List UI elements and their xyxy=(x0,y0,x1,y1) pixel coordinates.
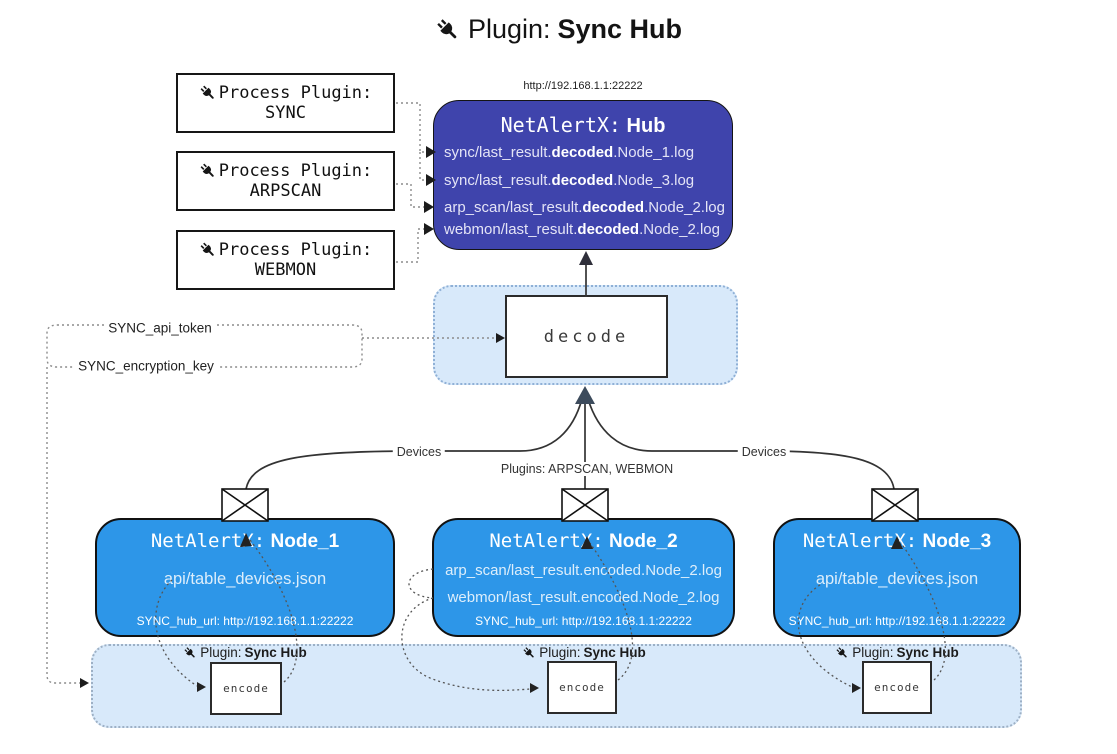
file-pre: sync/last_result. xyxy=(444,144,552,161)
process-plugin-label-row: Process Plugin: xyxy=(199,240,373,260)
encode-label: encode xyxy=(874,681,920,694)
hub-url-label: http://192.168.1.1:22222 xyxy=(523,80,643,92)
node-title-prefix: NetAlertX: xyxy=(802,530,918,552)
node-hub-url: SYNC_hub_url: http://192.168.1.1:22222 xyxy=(788,614,1006,628)
process-plugin-label-row: Process Plugin: xyxy=(199,161,373,181)
edge-label-devices-left: Devices xyxy=(392,445,446,459)
encode1-box: encode xyxy=(210,662,282,715)
file-bold: decoded xyxy=(582,199,645,216)
node-file: api/table_devices.json xyxy=(815,570,979,588)
file-post: .Node_2.log xyxy=(644,199,725,216)
process-plugin-webmon-box: Process Plugin: WEBMON xyxy=(176,230,395,290)
process-plugin-label-row: Process Plugin: xyxy=(199,83,373,103)
band-plugin-label: Plugin: Sync Hub xyxy=(835,645,959,660)
arrowhead-into-decode-band xyxy=(575,386,595,404)
process-plugin-arpscan-box: Process Plugin: ARPSCAN xyxy=(176,151,395,211)
node-title: NetAlertX: Node_3 xyxy=(775,530,1019,553)
page-title: Plugin: Sync Hub xyxy=(0,14,1117,45)
encode-label: encode xyxy=(559,681,605,694)
link-webmon-to-hub xyxy=(396,228,425,263)
band-plugin-name: Sync Hub xyxy=(583,645,646,660)
encode2-box: encode xyxy=(547,661,617,714)
encode3-box: encode xyxy=(862,661,932,714)
band-plugin-prefix: Plugin: xyxy=(200,645,242,660)
hub-file-line: webmon/last_result.decoded.Node_2.log xyxy=(444,219,730,241)
envelope-icon xyxy=(221,488,919,522)
file-post: .Node_3.log xyxy=(613,172,695,189)
encode-label: encode xyxy=(223,682,269,695)
link-arpscan-to-hub xyxy=(396,183,425,208)
node-hub-url: SYNC_hub_url: http://192.168.1.1:22222 xyxy=(136,614,354,628)
process-plugin-label: Process Plugin: xyxy=(218,161,373,181)
plug-icon xyxy=(836,646,847,657)
hub-file-line: sync/last_result.decoded.Node_3.log xyxy=(444,170,730,192)
file-bold: decoded xyxy=(551,144,614,161)
node-title-prefix: NetAlertX: xyxy=(489,530,604,552)
loop-node2-files xyxy=(408,568,434,599)
process-plugin-label: Process Plugin: xyxy=(218,83,373,103)
process-plugin-label: Process Plugin: xyxy=(218,240,373,260)
node2-box: NetAlertX: Node_2 arp_scan/last_result.e… xyxy=(432,518,735,637)
hub-title: NetAlertX: Hub xyxy=(434,113,732,138)
band-plugin-name: Sync Hub xyxy=(244,645,307,660)
file-bold: decoded xyxy=(577,221,640,238)
node-title-prefix: NetAlertX: xyxy=(150,530,266,552)
node-title: NetAlertX: Node_2 xyxy=(434,530,733,553)
node3-box: NetAlertX: Node_3 api/table_devices.json… xyxy=(773,518,1021,637)
sync-api-token-label: SYNC_api_token xyxy=(104,320,216,336)
hub-file-line: sync/last_result.decoded.Node_1.log xyxy=(444,142,730,164)
node-hub-url: SYNC_hub_url: http://192.168.1.1:22222 xyxy=(475,614,692,628)
node-file: webmon/last_result.encoded.Node_2.log xyxy=(447,589,720,606)
link-sync-to-hub-line1 xyxy=(396,102,426,153)
plug-icon xyxy=(437,18,457,38)
hub-title-name: Hub xyxy=(626,115,666,137)
file-pre: sync/last_result. xyxy=(444,172,552,189)
node-file: api/table_devices.json xyxy=(163,570,327,588)
link-sync-to-hub-line2 xyxy=(419,152,426,181)
band-plugin-prefix: Plugin: xyxy=(539,645,581,660)
plug-icon xyxy=(200,163,214,177)
title-prefix: Plugin: xyxy=(467,14,551,44)
process-plugin-name: ARPSCAN xyxy=(249,181,322,201)
decode-box: decode xyxy=(505,295,668,378)
plug-icon xyxy=(184,646,195,657)
node-title-name: Node_2 xyxy=(609,531,678,552)
arrowhead-into-band-left xyxy=(80,678,89,688)
process-plugin-sync-box: Process Plugin: SYNC xyxy=(176,73,395,133)
hub-box: NetAlertX: Hub sync/last_result.decoded.… xyxy=(433,100,733,250)
file-pre: arp_scan/last_result. xyxy=(444,199,583,216)
sync-encryption-key-label: SYNC_encryption_key xyxy=(74,358,218,374)
hub-title-prefix: NetAlertX: xyxy=(500,113,621,137)
file-bold: decoded xyxy=(551,172,614,189)
plug-icon xyxy=(200,85,214,99)
edge-label-plugins: Plugins: ARPSCAN, WEBMON xyxy=(496,462,678,476)
decode-label: decode xyxy=(543,326,630,347)
node-title: NetAlertX: Node_1 xyxy=(97,530,393,553)
band-plugin-prefix: Plugin: xyxy=(852,645,894,660)
arrowhead-into-hub xyxy=(579,251,593,265)
plug-icon xyxy=(200,242,214,256)
hub-file-line: arp_scan/last_result.decoded.Node_2.log xyxy=(444,197,730,219)
process-plugin-name: WEBMON xyxy=(254,260,317,280)
node-title-name: Node_1 xyxy=(270,531,340,552)
edge-label-devices-right: Devices xyxy=(737,445,791,459)
title-name: Sync Hub xyxy=(557,14,683,44)
file-post: .Node_2.log xyxy=(639,221,720,238)
node-title-name: Node_3 xyxy=(922,531,992,552)
process-plugin-name: SYNC xyxy=(265,103,306,123)
node-file: arp_scan/last_result.encoded.Node_2.log xyxy=(445,562,722,579)
band-plugin-label: Plugin: Sync Hub xyxy=(522,645,646,660)
node1-box: NetAlertX: Node_1 api/table_devices.json… xyxy=(95,518,395,637)
file-pre: webmon/last_result. xyxy=(444,221,578,238)
plug-icon xyxy=(523,646,534,657)
file-post: .Node_1.log xyxy=(613,144,695,161)
band-plugin-label: Plugin: Sync Hub xyxy=(183,645,307,660)
band-plugin-name: Sync Hub xyxy=(896,645,959,660)
link-key-to-bottom-band xyxy=(46,367,80,684)
